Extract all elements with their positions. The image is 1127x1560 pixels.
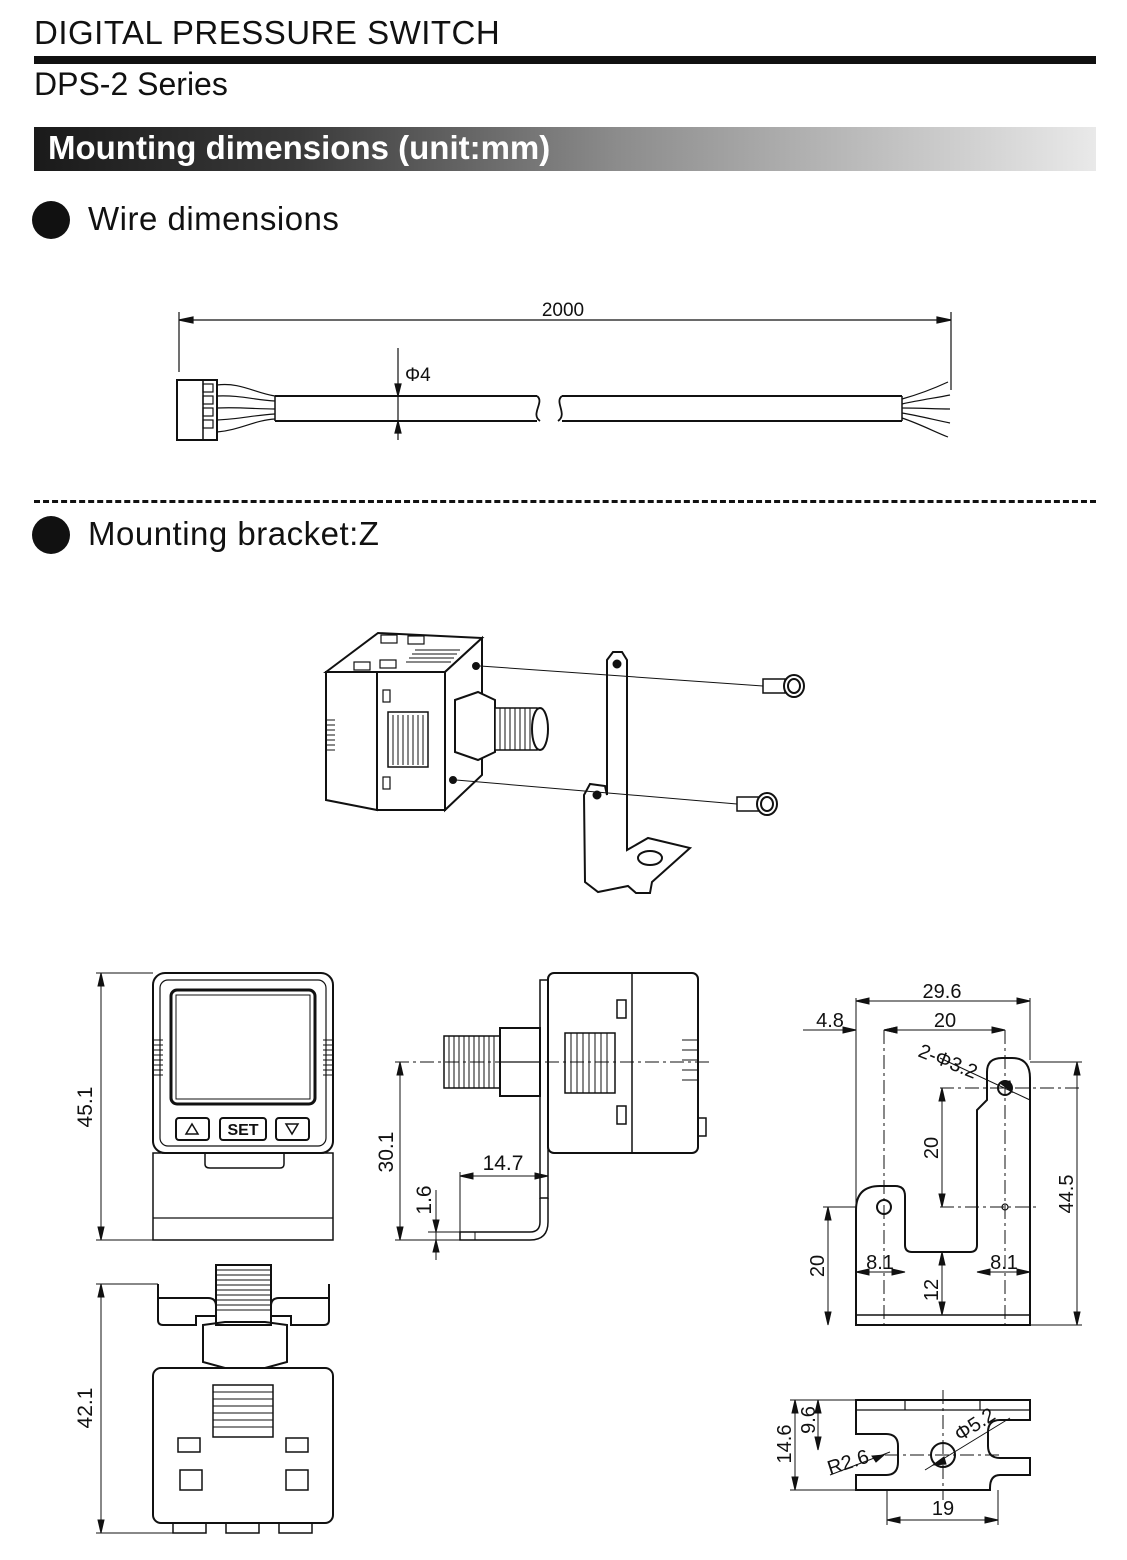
bullet-icon	[32, 201, 70, 239]
wire-length-label: 2000	[542, 300, 584, 321]
bracket-bottom-total-label: 14.6	[774, 1425, 796, 1464]
document-title: DIGITAL PRESSURE SWITCH	[34, 14, 501, 51]
title-rule	[34, 56, 1096, 64]
bracket-bottom-partial-label: 9.6	[798, 1406, 820, 1434]
banner-text: Mounting dimensions (unit:mm)	[48, 129, 551, 166]
bullet-icon	[32, 516, 70, 554]
bracket-bottom-12-label: 12	[921, 1279, 943, 1301]
section-divider	[34, 500, 1096, 503]
bracket-holes-label: 2-Φ3.2	[915, 1040, 980, 1083]
bottom-height-label: 42.1	[74, 1388, 97, 1429]
bracket-left-20-label: 20	[807, 1255, 829, 1277]
bracket-right-81-label: 8.1	[990, 1252, 1018, 1274]
bracket-bottom-spacing-label: 19	[932, 1498, 954, 1520]
bracket-heading: Mounting bracket:Z	[88, 515, 380, 552]
section-banner: Mounting dimensions (unit:mm)	[34, 127, 1096, 171]
series-subtitle: DPS-2 Series	[34, 66, 228, 102]
bracket-width-label: 29.6	[923, 981, 962, 1003]
side-offset-label: 14.7	[483, 1152, 524, 1175]
bracket-hole-spacing-label: 20	[934, 1010, 956, 1032]
side-thickness-label: 1.6	[413, 1185, 436, 1214]
wire-diameter-label: Φ4	[405, 365, 431, 386]
side-height-label: 30.1	[375, 1132, 398, 1173]
bracket-edge-label: 4.8	[816, 1010, 844, 1032]
wire-heading: Wire dimensions	[88, 200, 340, 237]
set-button-label: SET	[227, 1122, 258, 1139]
bracket-height-label: 44.5	[1056, 1175, 1078, 1214]
front-height-label: 45.1	[74, 1087, 97, 1128]
bracket-vertical-20-label: 20	[921, 1137, 943, 1159]
bracket-left-81-label: 8.1	[866, 1252, 894, 1274]
